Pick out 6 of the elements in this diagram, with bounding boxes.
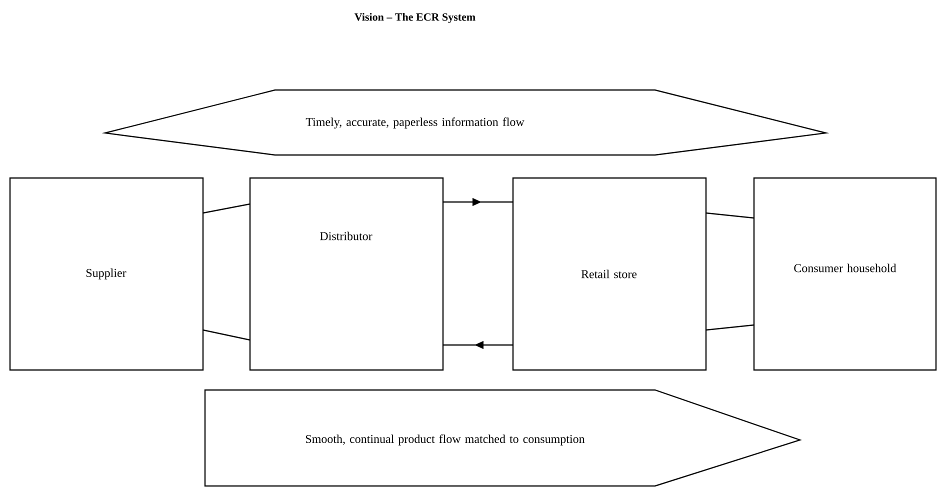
process-box: Retail store	[512, 177, 707, 371]
arrow-band: Smooth, continual product flow matched to consumption	[204, 389, 802, 487]
process-box: Distributor	[249, 177, 444, 371]
title: Vision – The ECR System	[354, 13, 476, 23]
process-box: Supplier	[9, 177, 204, 371]
process-box: Consumer household	[753, 177, 937, 371]
